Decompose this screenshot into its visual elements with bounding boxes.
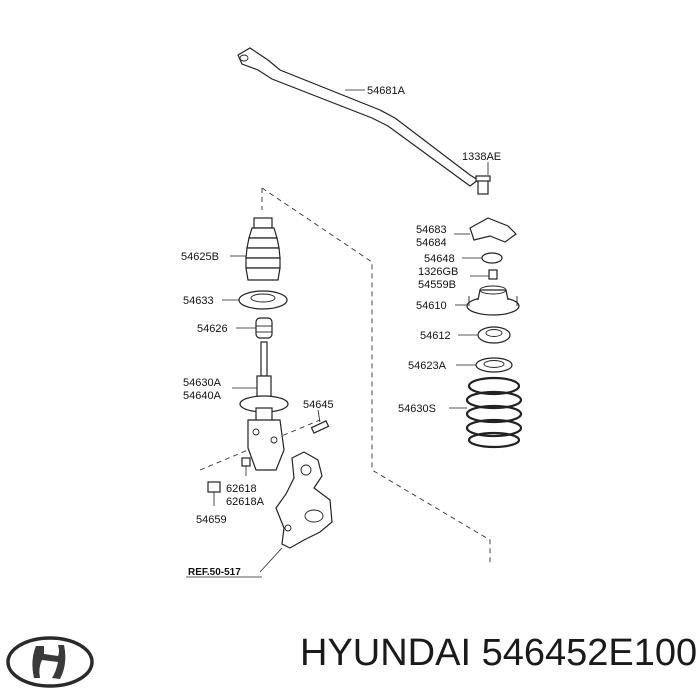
nut-62618 [241, 457, 251, 467]
strut-mount-54610 [466, 285, 520, 316]
callout-62618a: 62618A [226, 496, 265, 508]
brand-name: HYUNDAI [300, 632, 472, 674]
ref-label: REF.50-517 [188, 567, 241, 578]
stabilizer-bar [237, 47, 480, 187]
bump-stopper-54626 [255, 317, 273, 339]
callout-54640a: 54640A [183, 390, 222, 402]
spring-pad-54623a [475, 357, 513, 373]
bolt-54645 [310, 420, 330, 434]
bushing-54648 [481, 252, 503, 264]
strut-54630a [239, 341, 289, 471]
coil-spring-54630s [465, 376, 523, 449]
callout-54683: 54683 [416, 224, 447, 236]
callout-54645: 54645 [303, 399, 334, 411]
bolt-1338ae [475, 175, 491, 195]
bearing-54612 [477, 326, 511, 344]
callout-54633: 54633 [183, 295, 214, 307]
callout-54630s: 54630S [398, 403, 436, 415]
callout-54612: 54612 [420, 330, 451, 342]
steering-knuckle [275, 451, 333, 549]
callout-1338ae: 1338AE [462, 151, 501, 163]
part-number: 546452E100 [481, 632, 698, 674]
leader-54645 [317, 409, 321, 423]
callout-54626: 54626 [197, 323, 228, 335]
callout-54648: 54648 [424, 253, 455, 265]
callout-54681a: 54681A [367, 85, 406, 97]
hyundai-logo-icon [6, 636, 94, 688]
callout-62618: 62618 [226, 483, 257, 495]
nut-1326gb [488, 269, 498, 280]
callout-1326gb: 1326GB [418, 266, 458, 278]
callout-54659: 54659 [196, 514, 227, 526]
product-title: HYUNDAI 546452E100 [300, 632, 697, 688]
callout-54610: 54610 [416, 300, 447, 312]
washer-54659 [207, 481, 221, 493]
assembly-frame [261, 187, 491, 565]
callout-54559b: 54559B [418, 279, 456, 291]
upper-seat-54633 [238, 290, 288, 310]
callout-54625b: 54625B [181, 251, 219, 263]
callout-54623a: 54623A [408, 360, 447, 372]
leader-ref [259, 547, 283, 573]
callout-54630a: 54630A [183, 377, 222, 389]
bracket-54683 [469, 217, 517, 243]
dust-boot-54625b [245, 217, 281, 281]
callout-54684: 54684 [416, 237, 447, 249]
